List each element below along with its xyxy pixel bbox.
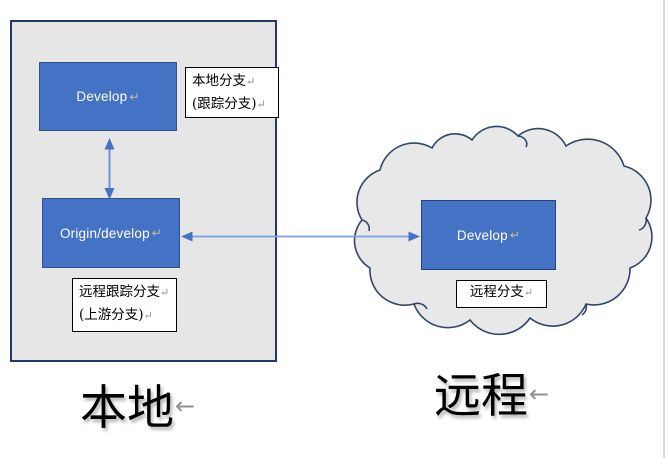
line-break-mark: ← — [175, 392, 196, 420]
remote-caption-text: 远程 — [434, 369, 528, 424]
remote-tracking-label-box: 远程跟踪分支↵ (上游分支)↵ — [72, 278, 177, 332]
local-branch-label-box: 本地分支↵ (跟踪分支)↵ — [185, 67, 279, 118]
label-text: 远程分支 — [469, 284, 524, 300]
label-line: 远程跟踪分支↵ — [79, 281, 173, 304]
remote-develop-box: Develop↵ — [421, 200, 556, 270]
label-text: (跟踪分支) — [192, 96, 257, 112]
remote-develop-box-label: Develop — [456, 227, 508, 243]
paragraph-mark: ↵ — [151, 226, 163, 240]
origin-develop-box-label: Origin/develop — [59, 225, 150, 241]
paragraph-mark: ↵ — [509, 228, 521, 242]
paragraph-mark: ↵ — [523, 286, 534, 299]
label-line: 本地分支↵ — [192, 70, 275, 93]
label-line: (上游分支)↵ — [79, 304, 173, 327]
paragraph-mark: ↵ — [256, 98, 266, 111]
local-caption: 本地← — [80, 384, 195, 433]
label-text: 本地分支 — [192, 73, 246, 89]
local-develop-box: Develop↵ — [39, 62, 177, 131]
page-edge-line — [663, 0, 665, 458]
cloud-notch-arcs — [361, 135, 648, 316]
label-line: (跟踪分支)↵ — [192, 93, 275, 116]
paragraph-mark: ↵ — [246, 75, 256, 88]
paragraph-mark: ↵ — [143, 309, 153, 322]
local-develop-box-label: Develop — [76, 89, 128, 104]
remote-branch-label-box: 远程分支↵ — [456, 280, 547, 308]
label-text: 远程跟踪分支 — [79, 284, 160, 300]
label-text: (上游分支) — [79, 307, 144, 323]
local-caption-text: 本地 — [80, 381, 174, 436]
paragraph-mark: ↵ — [129, 89, 140, 104]
line-break-mark: ← — [529, 380, 550, 408]
remote-caption: 远程← — [434, 372, 549, 421]
origin-develop-box: Origin/develop↵ — [42, 198, 180, 268]
paragraph-mark: ↵ — [160, 286, 170, 299]
